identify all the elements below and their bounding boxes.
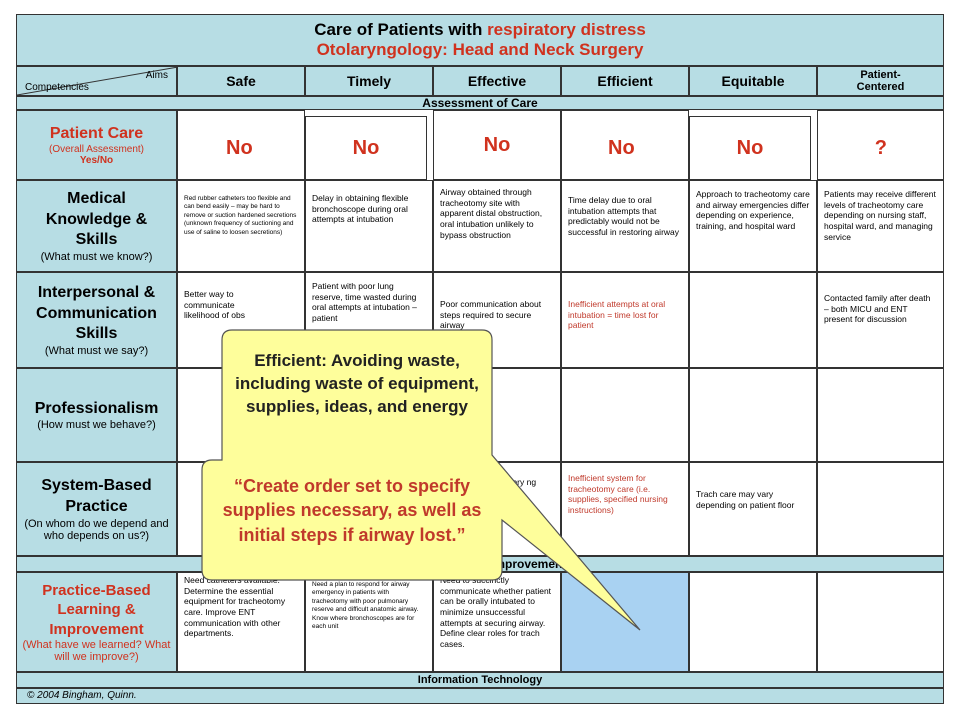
patient-care-equitable: No xyxy=(689,116,811,180)
info-tech-band: Information Technology xyxy=(16,672,944,688)
interpersonal-sub: (What must we say?) xyxy=(44,345,149,358)
diagonal-divider xyxy=(17,67,176,95)
aim-header-patient-centered: Patient-Centered xyxy=(817,66,944,96)
interpersonal-title: Interpersonal & Communication Skills xyxy=(36,283,157,343)
systems-efficient: Inefficient system for tracheotomy care … xyxy=(561,462,689,556)
row-label-patient-care: Patient Care (Overall Assessment) Yes/No xyxy=(16,110,177,180)
copyright-footer: © 2004 Bingham, Quinn. xyxy=(16,688,944,704)
systems-patient-centered xyxy=(817,462,944,556)
copyright-text: © 2004 Bingham, Quinn. xyxy=(27,690,137,701)
pbli-timely: Need a plan to respond for airway emerge… xyxy=(305,572,433,672)
competencies-label: Competencies xyxy=(25,82,89,93)
pbli-equitable xyxy=(689,572,817,672)
callout-quote: “Create order set to specify supplies ne… xyxy=(222,476,482,545)
improvement-band-label: Improvement xyxy=(491,557,567,571)
patient-care-sub: (Overall Assessment) xyxy=(48,144,145,156)
aims-label: Aims xyxy=(145,70,168,81)
row-label-interpersonal: Interpersonal & Communication Skills (Wh… xyxy=(16,272,177,368)
professionalism-efficient xyxy=(561,368,689,462)
assessment-band: Assessment of Care xyxy=(16,96,944,110)
patient-care-safe: No xyxy=(177,110,305,180)
medical-sub: (What must we know?) xyxy=(40,251,153,264)
professionalism-patient-centered xyxy=(817,368,944,462)
medical-effective: Airway obtained through tracheotomy site… xyxy=(433,180,561,272)
pbli-title: Practice-Based Learning & Improvement xyxy=(42,581,151,638)
medical-efficient: Time delay due to oral intubation attemp… xyxy=(561,180,689,272)
systems-sub: (On whom do we depend and who depends on… xyxy=(24,517,169,542)
interpersonal-patient-centered: Contacted family after death – both MICU… xyxy=(817,272,944,368)
patient-care-patient-centered: ? xyxy=(817,110,944,180)
title-box: Care of Patients with respiratory distre… xyxy=(16,14,944,66)
interpersonal-efficient: Inefficient attempts at oral intubation … xyxy=(561,272,689,368)
pbli-sub: (What have we learned? What will we impr… xyxy=(22,639,171,664)
medical-equitable: Approach to tracheotomy care and airway … xyxy=(689,180,817,272)
pbli-effective: Need to succinctly communicate whether p… xyxy=(433,572,561,672)
row-label-systems: System-Based Practice (On whom do we dep… xyxy=(16,462,177,556)
patient-care-sub2: Yes/No xyxy=(79,155,114,167)
patient-care-effective: No xyxy=(433,110,561,180)
patient-care-efficient: No xyxy=(561,110,689,180)
interpersonal-equitable xyxy=(689,272,817,368)
page-subtitle: Otolaryngology: Head and Neck Surgery xyxy=(316,40,644,59)
professionalism-equitable xyxy=(689,368,817,462)
medical-patient-centered: Patients may receive different levels of… xyxy=(817,180,944,272)
professionalism-title: Professionalism xyxy=(34,399,159,417)
systems-equitable: Trach care may vary depending on patient… xyxy=(689,462,817,556)
aim-header-safe: Safe xyxy=(177,66,305,96)
page-title: Care of Patients with respiratory distre… xyxy=(314,20,646,39)
systems-title: System-Based Practice xyxy=(41,477,152,515)
row-label-medical-knowledge: Medical Knowledge & Skills (What must we… xyxy=(16,180,177,272)
medical-timely: Delay in obtaining flexible bronchoscope… xyxy=(305,180,433,272)
patient-care-timely: No xyxy=(305,116,427,180)
pbli-patient-centered xyxy=(817,572,944,672)
row-label-professionalism: Professionalism (How must we behave?) xyxy=(16,368,177,462)
row-label-pbli: Practice-Based Learning & Improvement (W… xyxy=(16,572,177,672)
aim-header-timely: Timely xyxy=(305,66,433,96)
aim-header-effective: Effective xyxy=(433,66,561,96)
patient-care-title: Patient Care xyxy=(49,124,144,142)
aim-header-equitable: Equitable xyxy=(689,66,817,96)
pbli-efficient-highlight xyxy=(561,572,689,672)
professionalism-sub: (How must we behave?) xyxy=(37,419,156,432)
medical-safe: Red rubber catheters too flexible and ca… xyxy=(177,180,305,272)
callout-definition: Efficient: Avoiding waste, including was… xyxy=(235,351,479,416)
aim-header-efficient: Efficient xyxy=(561,66,689,96)
pbli-safe: Need catheters available. Determine the … xyxy=(177,572,305,672)
medical-title: Medical Knowledge & Skills xyxy=(45,189,148,249)
corner-header: Aims Competencies xyxy=(16,66,177,96)
